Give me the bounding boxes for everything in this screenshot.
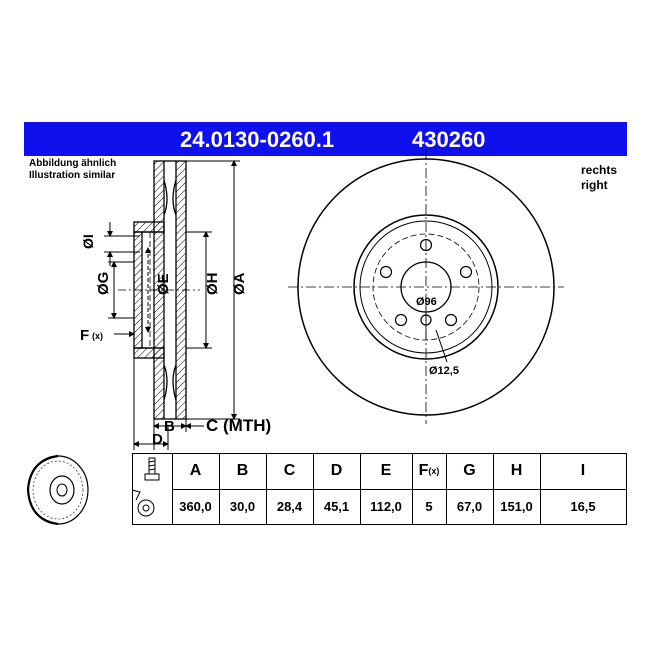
dim-label-h: ØH [204,273,221,296]
dim-label-b: B [164,418,175,435]
dim-label-i: ØI [80,234,96,249]
illustration-note-en: Illustration similar [29,170,116,181]
illustration-note: Abbildung ähnlich Illustration similar [29,158,116,182]
spec-header-f-letter: F [418,462,429,480]
bolt-cell [131,453,173,525]
spec-header-e: E [359,453,413,490]
spec-header-row: A B C D E F(x) G H I [24,453,627,525]
spec-header-f: F(x) [411,453,447,490]
dim-label-e: ØE [155,273,172,295]
disc-outer-edge [297,158,555,416]
spec-value-c: 28,4 [265,488,314,525]
dim-label-c: C (MTH) [206,416,271,435]
spec-value-e: 112,0 [359,488,413,525]
dimension-labels: ØI ØG ØE ØH ØA F (x) B C (MTH) D [80,234,271,448]
spec-header-b: B [218,453,267,490]
spec-header-d: D [312,453,361,490]
hat-bottom-wall [133,347,165,359]
dim-label-g: ØG [95,272,112,295]
bolt-hole-4 [394,313,408,327]
side-label: rechts right [581,163,617,193]
bolt-hole-label: Ø12,5 [429,365,459,377]
bolt-hole-3 [444,313,458,327]
dim-label-f: F [80,327,89,344]
spec-header-c: C [265,453,314,490]
header-banner: 24.0130-0260.1 430260 [24,122,627,156]
spec-value-h: 151,0 [492,488,541,525]
dimension-lines [104,160,240,450]
dim-label-a: ØA [231,272,248,295]
dim-label-f-sub: (x) [92,331,103,341]
side-label-en: right [581,178,608,192]
center-bore-label: Ø96 [416,296,437,308]
side-label-de: rechts [581,163,618,177]
front-view-labels: Ø96 Ø12,5 [416,296,459,377]
bolt-hole-5 [379,265,393,279]
spec-value-g: 67,0 [445,488,494,525]
part-number: 24.0130-0260.1 [180,127,335,152]
spec-value-f: 5 [411,488,447,525]
spec-header-g: G [445,453,494,490]
spec-header-f-sub: (x) [428,466,440,477]
spec-value-d: 45,1 [312,488,361,525]
spec-header-i: I [539,453,627,490]
spec-value-b: 30,0 [218,488,267,525]
illustration-note-de: Abbildung ähnlich [29,158,117,169]
spec-table: A B C D E F(x) G H I 360,0 30,0 28,4 45,… [24,453,627,525]
spec-header-h: H [492,453,541,490]
friction-inner-edge [353,214,499,360]
bolt-hole-2 [459,265,473,279]
hat-top-wall [133,221,165,233]
front-view [288,150,564,424]
reference-number: 430260 [412,127,486,152]
spec-header-a: A [171,453,220,490]
thumbnail-cell [24,453,133,525]
dim-label-d: D [152,431,163,448]
spec-value-i: 16,5 [539,488,627,525]
spec-value-row: 360,0 30,0 28,4 45,1 112,0 5 67,0 151,0 … [24,488,627,525]
spec-value-a: 360,0 [171,488,220,525]
bolt-hole-1 [419,238,433,252]
